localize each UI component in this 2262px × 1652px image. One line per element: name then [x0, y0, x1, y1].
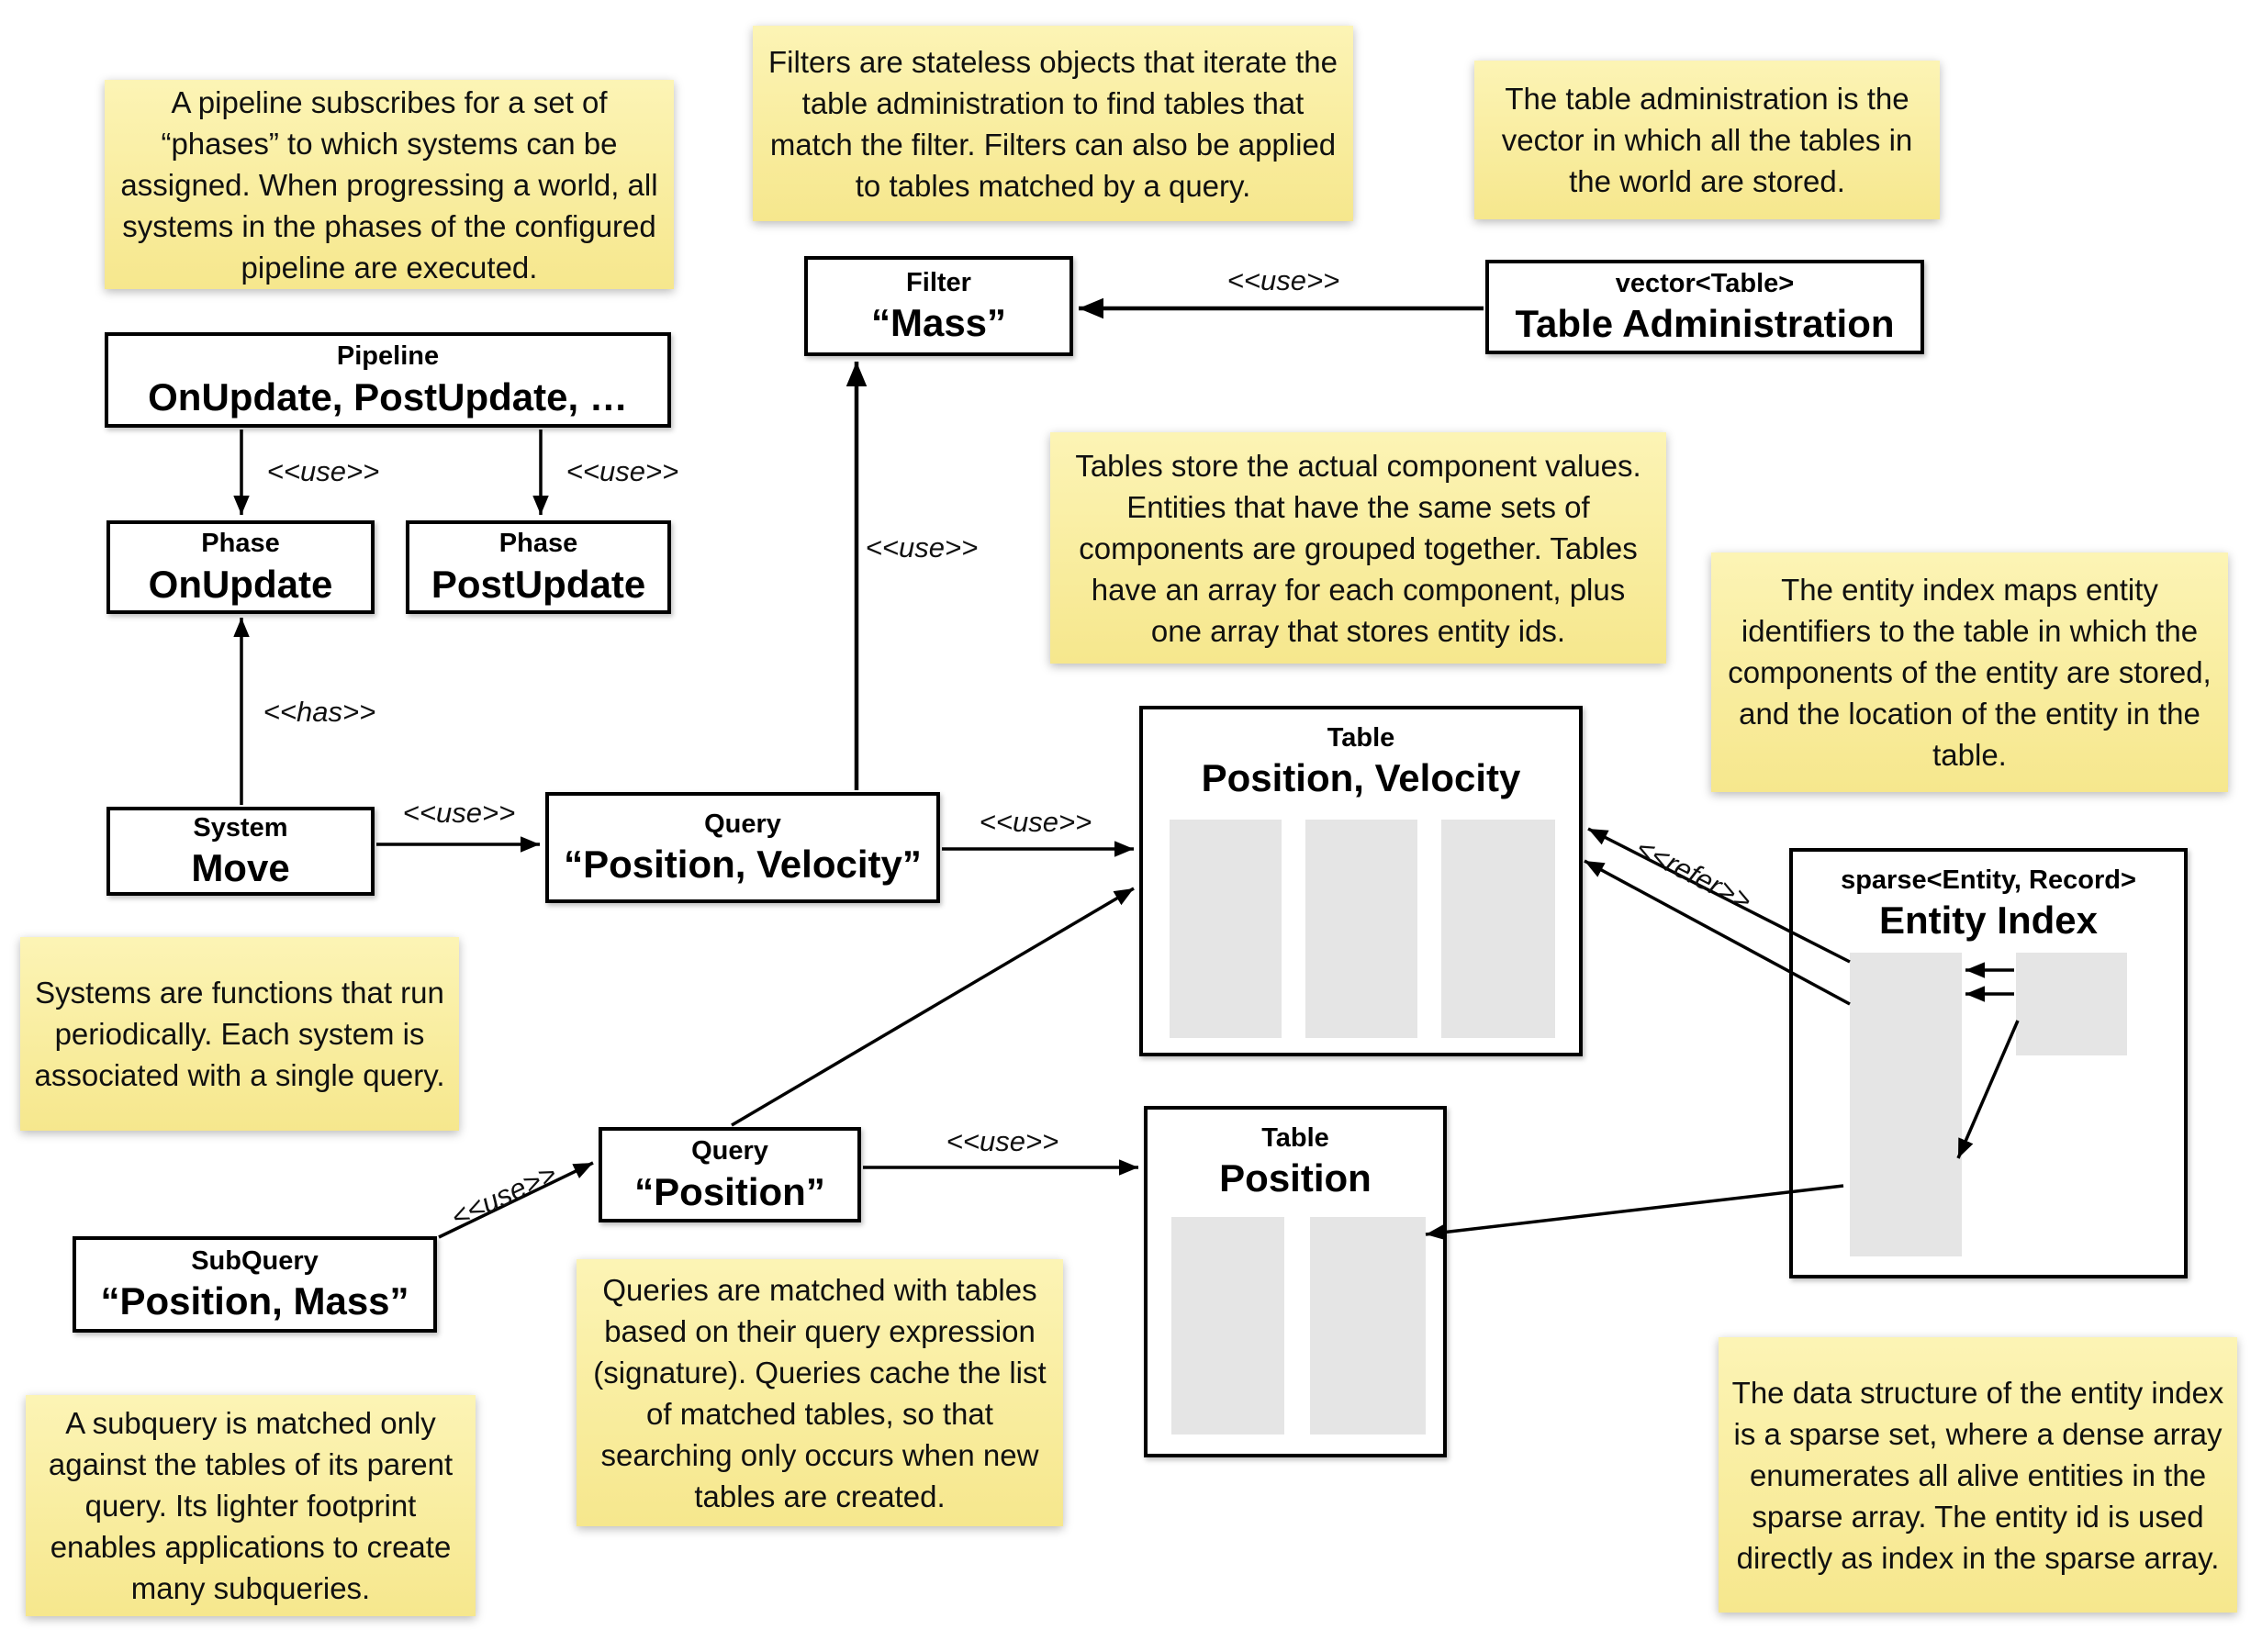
box-query-position-velocity-name: “Position, Velocity”	[564, 843, 922, 887]
entity-array-slot	[1310, 1217, 1426, 1434]
connector-queryp-tablepv	[731, 887, 1135, 1127]
box-phase-postupdate-stereotype: Phase	[498, 529, 578, 559]
box-pipeline-stereotype: Pipeline	[336, 341, 440, 372]
box-table-administration-name: Table Administration	[1515, 302, 1895, 346]
box-pipeline: Pipeline OnUpdate, PostUpdate, …	[105, 332, 671, 428]
label-use-tableadmin-filter: <<use>>	[1226, 264, 1340, 296]
box-table-position-velocity-stereotype: Table	[1327, 723, 1395, 753]
box-subquery-position-mass-name: “Position, Mass”	[100, 1279, 409, 1323]
label-use-queryp-tablep: <<use>>	[946, 1125, 1059, 1157]
box-phase-onupdate-name: OnUpdate	[148, 562, 333, 606]
box-phase-onupdate: Phase OnUpdate	[106, 520, 375, 614]
box-table-position: Table Position	[1144, 1106, 1447, 1457]
box-phase-onupdate-stereotype: Phase	[201, 529, 280, 559]
label-use-subquery-queryp: <<use>>	[445, 1156, 562, 1234]
box-query-position-velocity-stereotype: Query	[704, 809, 781, 839]
box-subquery-position-mass-stereotype: SubQuery	[191, 1245, 319, 1276]
box-entity-index-stereotype: sparse<Entity, Record>	[1841, 865, 2136, 895]
note-pipeline: A pipeline subscribes for a set of “phas…	[105, 80, 674, 289]
box-subquery-position-mass: SubQuery “Position, Mass”	[73, 1236, 437, 1333]
sparse-array-slot	[1850, 953, 1962, 1256]
box-entity-index: sparse<Entity, Record> Entity Index	[1789, 848, 2188, 1278]
label-has-system-phase: <<has>>	[263, 696, 376, 728]
label-use-pipeline-postupdate: <<use>>	[566, 455, 679, 487]
note-table-administration: The table administration is the vector i…	[1474, 61, 1940, 219]
note-queries: Queries are matched with tables based on…	[577, 1259, 1063, 1526]
box-filter-mass-stereotype: Filter	[906, 267, 971, 297]
box-table-position-velocity-name: Position, Velocity	[1201, 756, 1521, 800]
dense-array-slot	[2016, 953, 2127, 1055]
label-use-system-query: <<use>>	[402, 797, 516, 829]
box-pipeline-name: OnUpdate, PostUpdate, …	[148, 374, 628, 419]
box-phase-postupdate: Phase PostUpdate	[406, 520, 671, 614]
box-table-administration-stereotype: vector<Table>	[1615, 268, 1795, 298]
label-use-pipeline-onupdate: <<use>>	[266, 455, 380, 487]
label-refer-entityindex-tables: <<refer>>	[1630, 832, 1757, 918]
note-tables: Tables store the actual component values…	[1050, 432, 1666, 664]
component-array-slot	[1305, 820, 1417, 1038]
note-sparse-set: The data structure of the entity index i…	[1719, 1337, 2237, 1613]
box-table-position-name: Position	[1219, 1156, 1372, 1200]
box-table-position-stereotype: Table	[1261, 1123, 1329, 1153]
box-filter-mass-name: “Mass”	[870, 301, 1007, 345]
box-system-move-stereotype: System	[193, 812, 288, 843]
box-system-move: System Move	[106, 807, 375, 896]
component-array-slot	[1170, 820, 1282, 1038]
box-query-position-name: “Position”	[634, 1169, 825, 1213]
box-table-position-velocity: Table Position, Velocity	[1139, 706, 1583, 1056]
label-use-querypv-tablepv: <<use>>	[979, 806, 1092, 838]
note-subquery: A subquery is matched only against the t…	[26, 1395, 476, 1616]
connector-entityindex-tablep	[1425, 1184, 1844, 1241]
box-phase-postupdate-name: PostUpdate	[431, 562, 646, 606]
box-query-position-stereotype: Query	[691, 1136, 768, 1166]
box-query-position: Query “Position”	[599, 1127, 861, 1222]
note-systems: Systems are functions that run periodica…	[20, 937, 459, 1131]
label-use-query-filter: <<use>>	[865, 531, 979, 564]
note-filters: Filters are stateless objects that itera…	[753, 26, 1353, 221]
entity-array-slot	[1441, 820, 1555, 1038]
note-entity-index: The entity index maps entity identifiers…	[1711, 553, 2228, 792]
box-query-position-velocity: Query “Position, Velocity”	[545, 792, 940, 903]
box-system-move-name: Move	[191, 846, 290, 890]
box-table-administration: vector<Table> Table Administration	[1485, 260, 1924, 354]
box-filter-mass: Filter “Mass”	[804, 256, 1073, 356]
box-entity-index-name: Entity Index	[1878, 899, 2099, 943]
component-array-slot	[1171, 1217, 1284, 1434]
